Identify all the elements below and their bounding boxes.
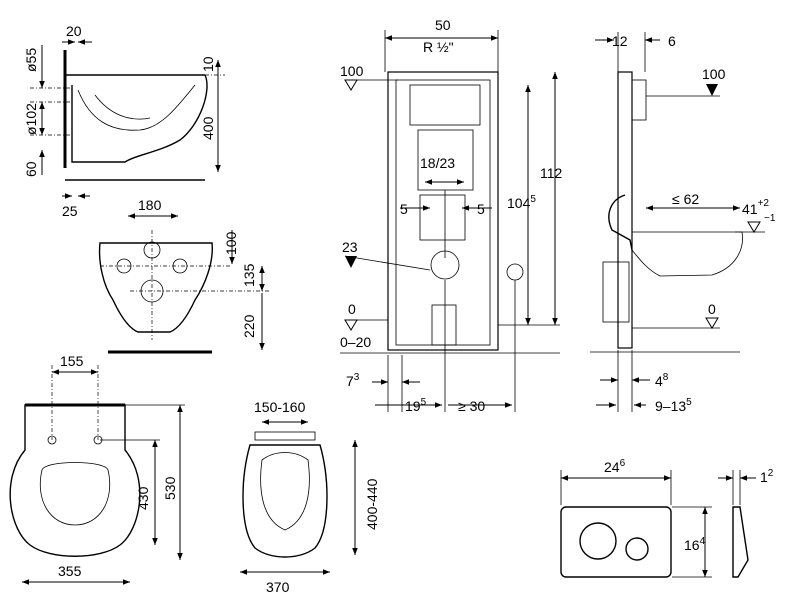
dim-w1: 12	[760, 468, 774, 485]
dim-b30: ≥ 30	[458, 398, 485, 414]
toilet-seat-view: 150-160 400-440 370	[240, 399, 380, 595]
dim-right-5: 5	[477, 201, 485, 217]
frame-side-view: 12 6 100 ≤ 62 41+2 −1 0 48 9–135	[590, 32, 776, 414]
level-0-20: 0–20	[340, 334, 371, 350]
dim-h135: 135	[241, 263, 257, 287]
dim-w155: 155	[60, 353, 84, 369]
dim-h10: 10	[200, 56, 216, 72]
dim-h430: 430	[135, 486, 151, 510]
dim-b19: 195	[405, 397, 427, 414]
dim-w20: 20	[66, 23, 82, 39]
dim-w62: ≤ 62	[672, 191, 699, 207]
dim-w370: 370	[266, 579, 290, 595]
dim-w24: 246	[604, 458, 626, 475]
toilet-top-view: 155 430 530 355	[9, 353, 185, 585]
flush-plate-view: 246 12 164	[560, 458, 774, 578]
dim-h41: 41+2	[742, 198, 769, 217]
frame-front-view: 50 R ½" 100 18/23 5 5 23 0 0–20 112 1045…	[340, 17, 563, 414]
toilet-side-view: ø55 20 ø102 60 25 10 400	[23, 23, 225, 219]
dim-w180: 180	[138, 197, 162, 213]
dim-w355: 355	[58, 563, 82, 579]
dim-b9: 9–135	[655, 397, 692, 414]
dim-h530: 530	[162, 476, 178, 500]
level-23: 23	[342, 239, 358, 255]
dim-h104: 1045	[507, 194, 536, 211]
thread-label: R ½"	[423, 39, 454, 55]
dim-w25: 25	[62, 203, 78, 219]
dim-h16: 164	[684, 536, 706, 553]
dim-h60: 60	[23, 161, 39, 177]
dim-h400: 400	[200, 116, 216, 140]
dim-w6: 6	[668, 33, 676, 49]
dim-b7: 73	[346, 372, 360, 389]
dim-h100: 100	[223, 231, 239, 255]
toilet-front-view: 180 100 135 220	[98, 197, 270, 354]
level-100: 100	[340, 63, 364, 79]
level-side-100: 100	[702, 66, 726, 82]
dim-w12: 12	[612, 33, 628, 49]
dim-w150-160: 150-160	[254, 399, 306, 415]
dim-left-5: 5	[400, 201, 408, 217]
level-0: 0	[348, 301, 356, 317]
dim-h41-tolerance: −1	[764, 213, 776, 224]
dim-d102: ø102	[23, 103, 39, 135]
dim-h220: 220	[241, 314, 257, 338]
dim-b4: 48	[655, 372, 669, 389]
dim-w18-23: 18/23	[420, 155, 455, 171]
dim-h112: 112	[540, 165, 563, 181]
dim-d55: ø55	[23, 48, 39, 72]
dim-h400-440: 400-440	[364, 478, 380, 530]
dim-w50: 50	[435, 17, 451, 33]
level-side-0: 0	[708, 301, 716, 317]
